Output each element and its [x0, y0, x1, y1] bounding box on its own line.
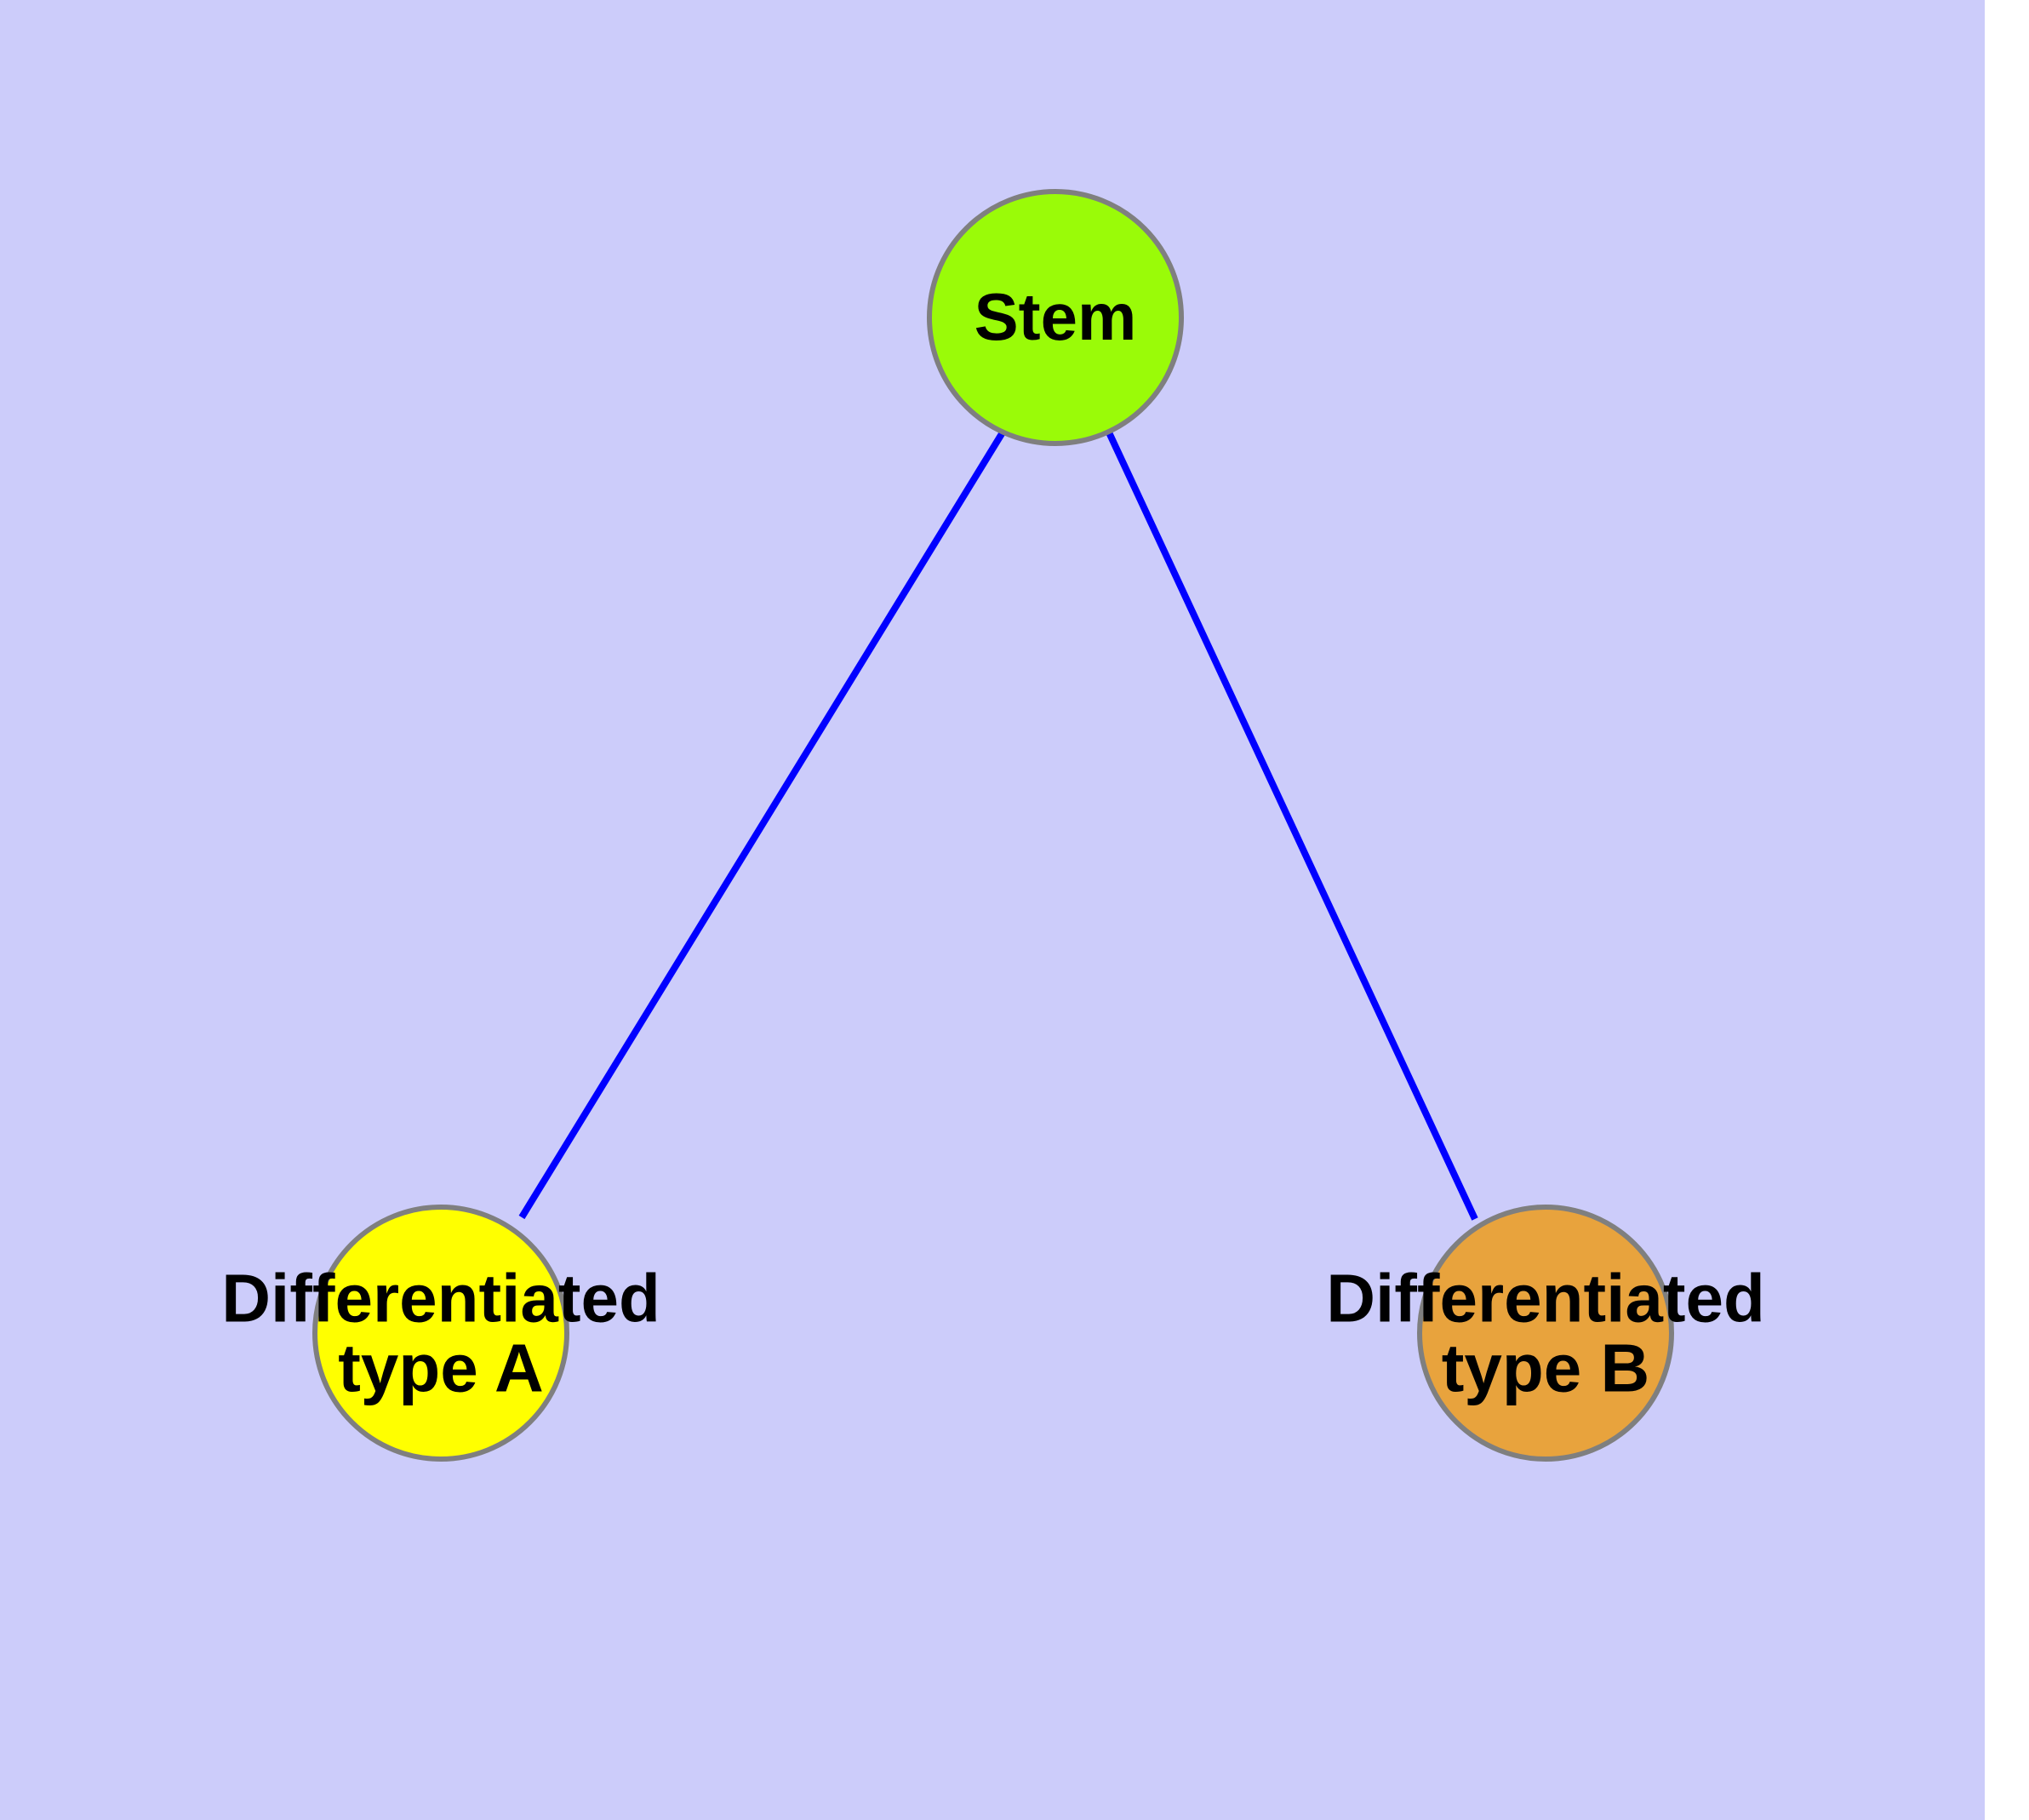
edge-stem-to-type-b[interactable] — [1106, 431, 1478, 1221]
node-stem[interactable] — [927, 189, 1184, 446]
node-type-a[interactable] — [312, 1205, 569, 1462]
edge-stem-to-type-a[interactable] — [518, 430, 1006, 1220]
node-type-b[interactable] — [1417, 1205, 1674, 1462]
